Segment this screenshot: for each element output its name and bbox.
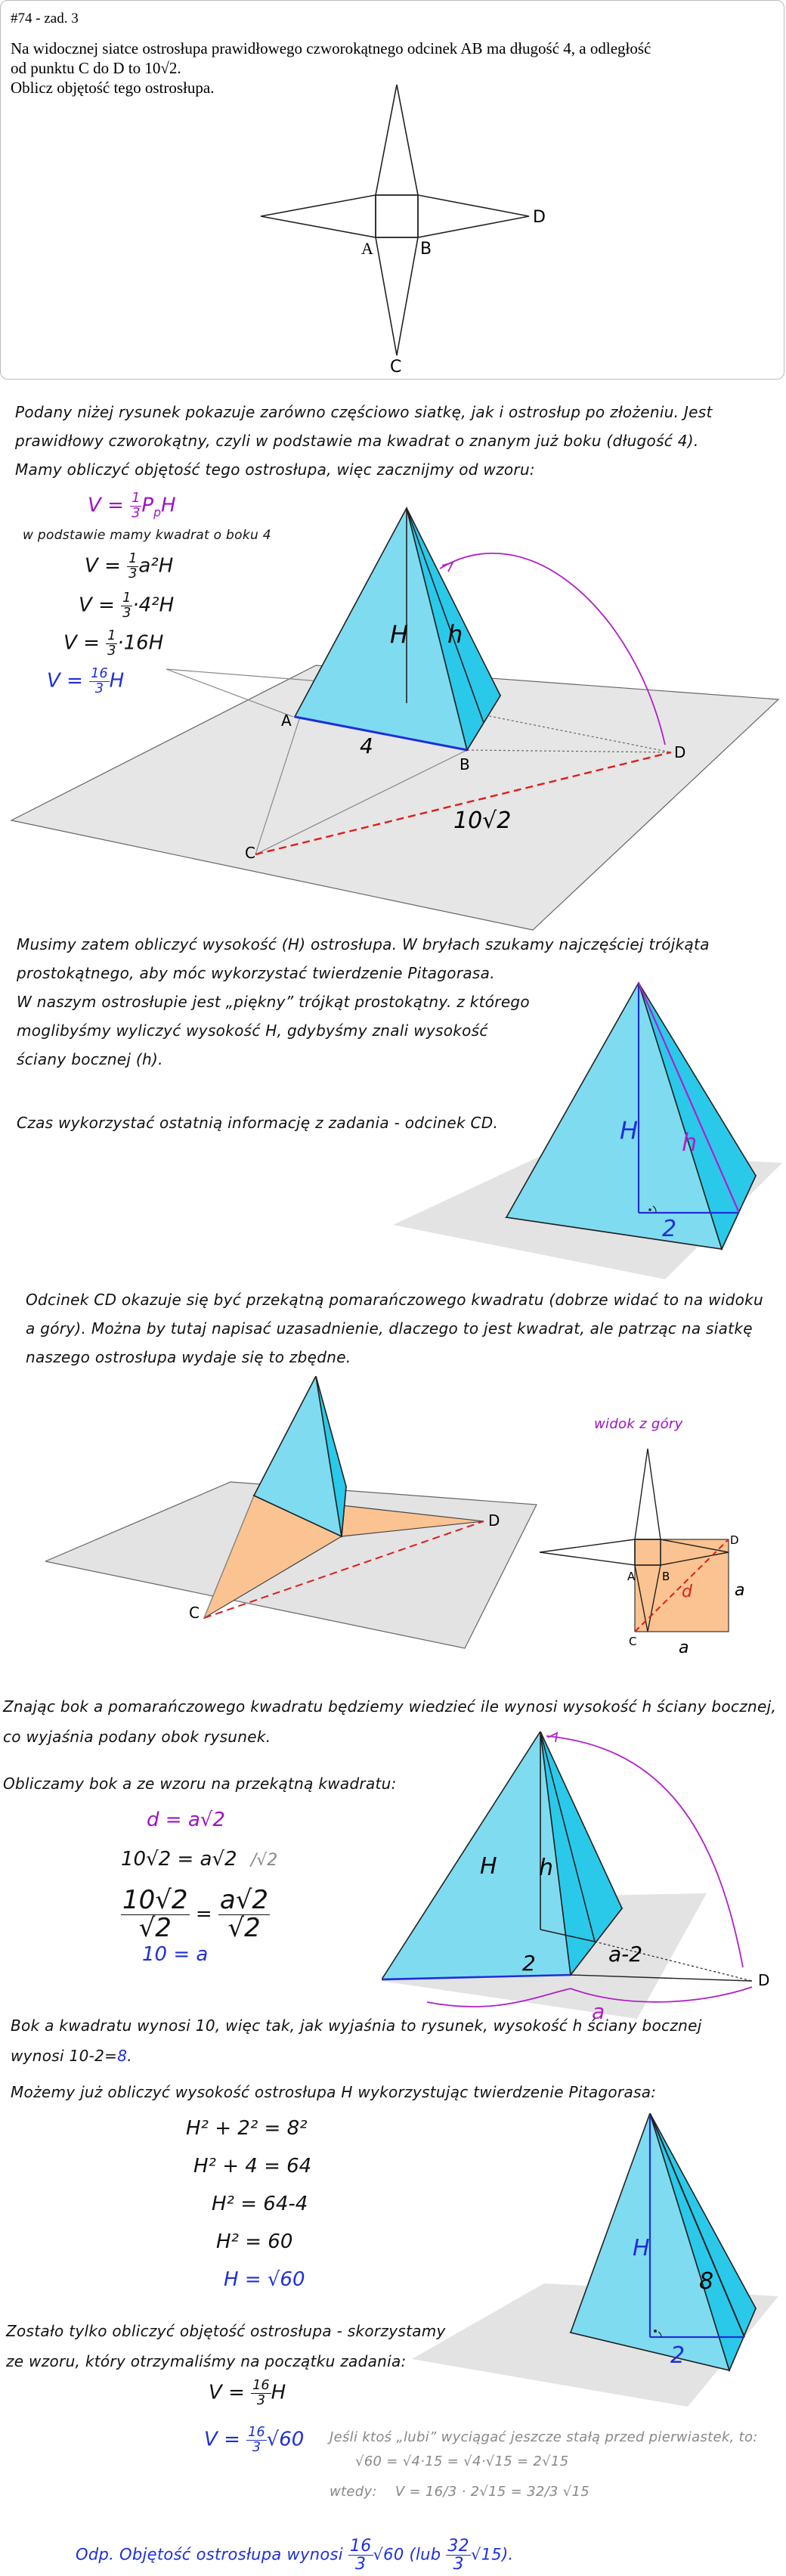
intro-line-3: Mamy obliczyć objętość tego ostrosłupa, … — [15, 460, 535, 479]
task-line-1: Na widocznej siatce ostrosłupa prawidłow… — [11, 39, 651, 57]
section2-line-1: Musimy zatem obliczyć wysokość (H) ostro… — [17, 935, 710, 953]
net-triangle-right — [417, 194, 530, 238]
fig2-label-b: B — [460, 755, 470, 773]
top-view-label-c: C — [629, 1635, 636, 1648]
pyramid-net-figure: A B C D H h 4 10√2 — [10, 506, 780, 931]
fold-arc — [439, 553, 666, 746]
net-triangle-bottom — [375, 237, 419, 356]
fig2-label-cd: 10√2 — [453, 808, 511, 834]
section6-line-2: ze wzoru, który otrzymaliśmy na początku… — [6, 2352, 407, 2370]
fig6-label-d: D — [758, 1971, 769, 1989]
fig3-label-two: 2 — [662, 1216, 676, 1242]
top-view-label-b: B — [662, 1570, 670, 1583]
pyramid-triangle-figure: H h 2 — [393, 981, 782, 1279]
fig2-label-h-big: H — [390, 620, 408, 649]
base-note: w podstawie mamy kwadrat o boku 4 — [23, 528, 271, 543]
section5-line-2: wynosi 10-2=8. — [11, 2047, 132, 2065]
section2-line-5: ściany bocznej (h). — [17, 1050, 163, 1068]
formula-diagonal: d = a√2 — [147, 1809, 225, 1831]
fig2-label-c: C — [245, 844, 255, 862]
segment-cd — [255, 751, 672, 856]
top-view-label-diag: d — [682, 1582, 693, 1601]
section5-line-3: Możemy już obliczyć wysokość ostrosłupa … — [11, 2083, 657, 2101]
fig4-label-d: D — [488, 1511, 500, 1530]
section2-line-4: moglibyśmy wyliczyć wysokość H, gdybyśmy… — [17, 1021, 488, 1040]
section4-line-3: Obliczamy bok a ze wzoru na przekątną kw… — [3, 1775, 397, 1793]
fig6-label-two: 2 — [522, 1951, 536, 1976]
pythagoras-step4: H² = 60 — [216, 2230, 293, 2253]
top-view-label-a-side: a — [735, 1581, 744, 1600]
fig3-label-h-big: H — [620, 1116, 638, 1145]
net-square-base — [375, 194, 419, 238]
fig2-label-four: 4 — [360, 733, 373, 758]
fig7-label-eight: 8 — [699, 2268, 713, 2295]
section2-line-2: prostokątnego, aby móc wykorzystać twier… — [17, 964, 495, 982]
pyramid-orange-square-figure: C D — [45, 1376, 537, 1649]
section2-line-3: W naszym ostrosłupie jest „piękny” trójk… — [17, 993, 530, 1011]
top-view-label-d: D — [730, 1533, 739, 1547]
fig6-label-h-big: H — [480, 1853, 497, 1880]
fig3-label-h-small: h — [682, 1128, 697, 1157]
net-label-b: B — [420, 240, 432, 259]
note-line-2: √60 = √4·15 = √4·√15 = 2√15 — [355, 2454, 569, 2469]
net-triangle-top — [375, 84, 419, 196]
fig7-label-two: 2 — [670, 2342, 685, 2369]
fig2-label-a: A — [281, 711, 292, 730]
section5-line-1: Bok a kwadratu wynosi 10, więc tak, jak … — [11, 2016, 702, 2035]
task-line-3: Oblicz objętość tego ostrosłupa. — [11, 79, 215, 97]
fig2-label-h-small: h — [447, 620, 463, 649]
base-edge-ab — [294, 715, 468, 752]
section6-line-1: Zostało tylko obliczyć objętość ostrosłu… — [6, 2322, 446, 2340]
intro-line-2: prawidłowy czworokątny, czyli w podstawi… — [15, 432, 699, 450]
net-triangle-left — [260, 194, 376, 238]
top-view-figure: A B C D d a a — [539, 1448, 744, 1657]
pythagoras-result: H = √60 — [224, 2268, 305, 2291]
section3-line-2: a góry). Można by tutaj napisać uzasadni… — [26, 1319, 753, 1338]
task-box — [0, 0, 784, 380]
net-label-a: A — [361, 239, 373, 258]
fig4-label-c: C — [189, 1604, 200, 1622]
net-label-d: D — [533, 208, 546, 227]
formula-side-result: 10 = a — [142, 1943, 209, 1966]
intro-line-1: Podany niżej rysunek pokazuje zarówno cz… — [15, 403, 713, 421]
formula-diagonal-divide: 10√2√2 = a√2√2 — [121, 1885, 271, 1943]
top-view-label-a-bottom: a — [679, 1638, 689, 1657]
task-header: #74 - zad. 3 — [11, 11, 79, 26]
fig7-label-h: H — [633, 2235, 650, 2261]
fig6-label-a: a — [592, 1999, 605, 2019]
section2-line-6: Czas wykorzystać ostatnią informację z z… — [17, 1114, 499, 1132]
task-line-2: od punktu C do D to 10√2. — [11, 59, 181, 77]
pythagoras-step1: H² + 2² = 8² — [186, 2117, 308, 2140]
pythagoras-step3: H² = 64-4 — [212, 2193, 308, 2215]
section4-line-1: Znając bok a pomarańczowego kwadratu będ… — [3, 1697, 777, 1716]
top-view-label-a: A — [627, 1570, 636, 1583]
section4-line-2: co wyjaśnia podany obok rysunek. — [3, 1728, 271, 1746]
top-view-title: widok z góry — [594, 1416, 683, 1432]
section3-line-3: naszego ostrosłupa wydaje się to zbędne. — [26, 1348, 351, 1366]
pythagoras-step2: H² + 4 = 64 — [193, 2155, 312, 2178]
pyramid-side-height-figure: H h 2 a-2 a D — [382, 1731, 769, 2019]
net-label-c: C — [390, 358, 401, 377]
net-diagram: A B C D — [260, 84, 546, 377]
pyramid-final-figure: H 8 2 — [412, 2113, 778, 2407]
fig6-label-a-minus-2: a-2 — [608, 1942, 642, 1967]
plane — [10, 665, 780, 931]
note-line-3: wtedy: V = 16/3 · 2√15 = 32/3 √15 — [330, 2484, 590, 2500]
section3-line-1: Odcinek CD okazuje się być przekątną pom… — [26, 1291, 764, 1309]
fig6-label-h-small: h — [539, 1855, 553, 1881]
formula-diagonal-substitute: 10√2 = a√2 /√2 — [121, 1848, 278, 1871]
note-line-1: Jeśli ktoś „lubi” wyciągać jeszcze stałą… — [330, 2429, 758, 2445]
fig2-label-d: D — [674, 743, 685, 761]
